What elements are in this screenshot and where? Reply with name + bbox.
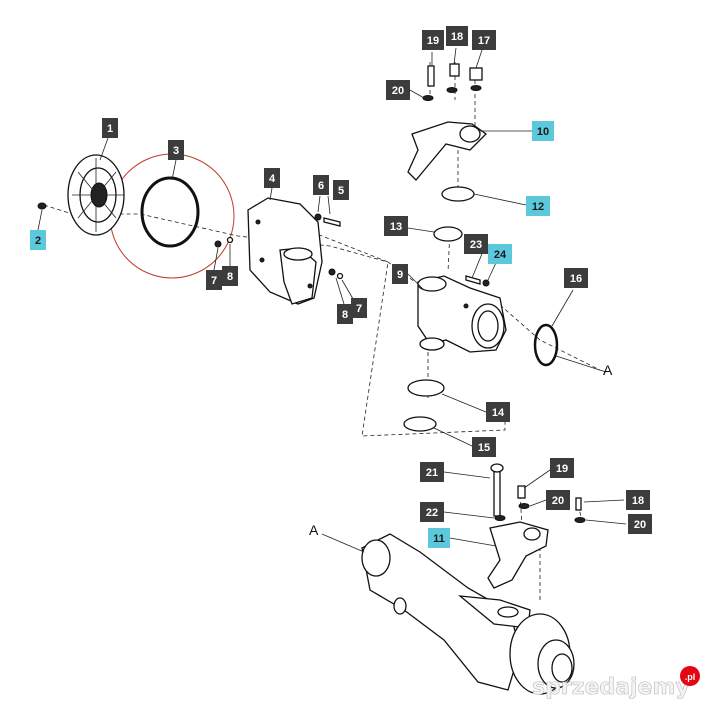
- svg-text:23: 23: [470, 239, 482, 251]
- part-seal-14: [407, 379, 445, 397]
- watermark: sprzedajemy .pl: [532, 666, 700, 700]
- callout-12: 12: [526, 196, 550, 216]
- callout-6: 6: [313, 175, 329, 195]
- callout-13: 13: [384, 216, 408, 236]
- reference-label-a: A: [603, 362, 613, 378]
- callout-20: 20: [628, 514, 652, 534]
- svg-text:5: 5: [338, 185, 344, 197]
- part-housing-4: [247, 197, 323, 305]
- callout-2: 2: [30, 230, 46, 250]
- part-bolt-23-24: [465, 275, 490, 287]
- small-hardware-group: [214, 213, 344, 280]
- part-bolt-2: [37, 202, 47, 210]
- svg-text:22: 22: [426, 507, 438, 519]
- callout-21: 21: [420, 462, 444, 482]
- svg-text:4: 4: [269, 173, 276, 185]
- svg-text:15: 15: [478, 442, 490, 454]
- part-arm-11: [487, 521, 549, 589]
- callout-16: 16: [564, 268, 588, 288]
- callout-8: 8: [337, 304, 353, 324]
- callout-10: 10: [532, 121, 554, 141]
- callout-5: 5: [333, 180, 349, 200]
- svg-text:20: 20: [552, 495, 564, 507]
- svg-text:12: 12: [532, 201, 544, 213]
- callout-15: 15: [472, 437, 496, 457]
- svg-text:13: 13: [390, 221, 402, 233]
- svg-text:24: 24: [494, 249, 507, 261]
- svg-text:10: 10: [537, 126, 549, 138]
- reference-label-a: A: [309, 522, 319, 538]
- assembly-lines: [43, 62, 601, 600]
- svg-text:19: 19: [427, 35, 439, 47]
- top-screws: [422, 63, 483, 101]
- svg-text:16: 16: [570, 273, 582, 285]
- part-seal-13: [433, 226, 463, 242]
- svg-text:21: 21: [426, 467, 438, 479]
- callout-8: 8: [222, 266, 238, 286]
- callout-24: 24: [488, 244, 512, 264]
- highlight-circle: [109, 153, 235, 279]
- callout-20: 20: [386, 80, 410, 100]
- svg-text:19: 19: [556, 463, 568, 475]
- callout-18: 18: [446, 26, 468, 46]
- part-cover-1: [67, 154, 125, 236]
- lower-hardware: [490, 463, 586, 523]
- part-seal-15: [403, 416, 437, 432]
- callout-19: 19: [422, 30, 444, 50]
- callout-22: 22: [420, 502, 444, 522]
- svg-text:1: 1: [107, 123, 113, 135]
- leader-lines: [37, 47, 627, 553]
- part-oring-3: [140, 176, 200, 248]
- callout-9: 9: [392, 264, 408, 284]
- callout-20: 20: [546, 490, 570, 510]
- callout-18: 18: [626, 490, 650, 510]
- watermark-text: sprzedajemy: [532, 675, 690, 700]
- svg-text:17: 17: [478, 35, 490, 47]
- callout-1: 1: [102, 118, 118, 138]
- svg-text:18: 18: [632, 495, 644, 507]
- svg-text:14: 14: [492, 407, 505, 419]
- part-arm-10: [407, 121, 488, 181]
- callout-19: 19: [550, 458, 574, 478]
- svg-text:2: 2: [35, 235, 41, 247]
- callout-11: 11: [428, 528, 450, 548]
- watermark-dot-icon: [680, 666, 700, 686]
- svg-text:8: 8: [227, 271, 233, 283]
- part-body-9: [417, 275, 507, 353]
- svg-text:3: 3: [173, 145, 179, 157]
- callout-7: 7: [206, 270, 222, 290]
- callout-3: 3: [168, 140, 184, 160]
- svg-text:9: 9: [397, 269, 403, 281]
- callout-23: 23: [464, 234, 488, 254]
- callout-7: 7: [351, 298, 367, 318]
- watermark-suffix: .pl: [685, 672, 696, 682]
- svg-text:7: 7: [356, 303, 362, 315]
- svg-text:11: 11: [433, 533, 445, 545]
- svg-text:18: 18: [451, 31, 463, 43]
- callout-17: 17: [472, 30, 496, 50]
- callout-4: 4: [264, 168, 280, 188]
- svg-text:7: 7: [211, 275, 217, 287]
- part-hub: [509, 613, 575, 695]
- svg-text:20: 20: [634, 519, 646, 531]
- callout-14: 14: [486, 402, 510, 422]
- callouts: 1 2 3 4 5 6 7 8 8 7 9 10 11 12 13 14 15 …: [30, 26, 652, 548]
- svg-text:20: 20: [392, 85, 404, 97]
- part-oring-16: [533, 323, 559, 367]
- svg-text:8: 8: [342, 309, 348, 321]
- part-seal-12: [441, 186, 475, 202]
- svg-text:6: 6: [318, 180, 324, 192]
